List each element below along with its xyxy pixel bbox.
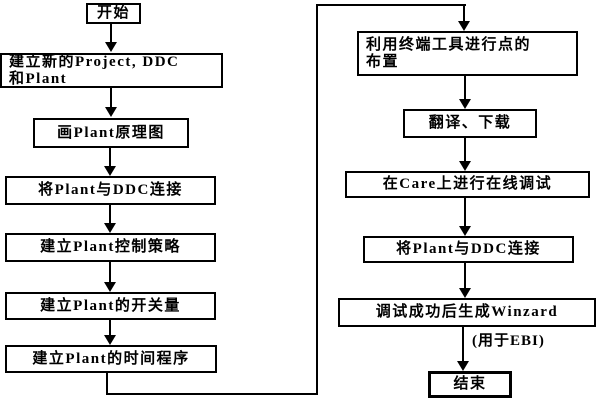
- flow-node-switch-values: 建立Plant的开关量: [5, 292, 216, 320]
- arrow-winzard-to-end: [457, 327, 469, 371]
- flow-node-end: 结束: [428, 371, 512, 398]
- flow-node-terminal-tool: 利用终端工具进行点的 布置: [357, 31, 578, 76]
- arrow-start-to-create-project: [105, 22, 117, 52]
- flow-node-connect-plant-ddc: 将Plant与DDC连接: [5, 176, 216, 205]
- flow-node-control-strategy: 建立Plant控制策略: [5, 233, 216, 262]
- arrow-translate-to-care: [459, 138, 471, 171]
- arrow-connect-to-strategy: [104, 205, 116, 233]
- ebi-annotation: (用于EBI): [472, 329, 545, 350]
- arrow-switch-to-time-program: [104, 320, 116, 345]
- flow-node-draw-plant: 画Plant原理图: [33, 118, 189, 148]
- connector-top-horizontal: [316, 4, 466, 6]
- flow-node-translate-download: 翻译、下载: [403, 109, 537, 138]
- flow-node-time-program: 建立Plant的时间程序: [5, 345, 217, 373]
- connector-bottom-horizontal: [106, 393, 318, 395]
- flow-node-generate-winzard: 调试成功后生成Winzard: [338, 298, 596, 327]
- arrow-draw-plant-to-connect: [104, 148, 116, 176]
- flow-node-start: 开始: [86, 3, 141, 24]
- arrow-create-project-to-draw-plant: [105, 88, 117, 117]
- arrow-connect2-to-winzard: [459, 263, 471, 298]
- connector-down-stub: [106, 372, 108, 395]
- arrow-terminal-to-translate: [459, 76, 471, 109]
- flow-node-create-project: 建立新的Project, DDC 和Plant: [0, 53, 223, 88]
- connector-middle-vertical: [316, 4, 318, 395]
- flow-node-care-debug: 在Care上进行在线调试: [345, 171, 590, 198]
- arrow-care-to-connect2: [459, 198, 471, 236]
- arrow-strategy-to-switch: [104, 262, 116, 292]
- flow-node-connect-plant-ddc-2: 将Plant与DDC连接: [363, 236, 574, 263]
- arrow-connector-to-terminal-tool: [458, 4, 470, 31]
